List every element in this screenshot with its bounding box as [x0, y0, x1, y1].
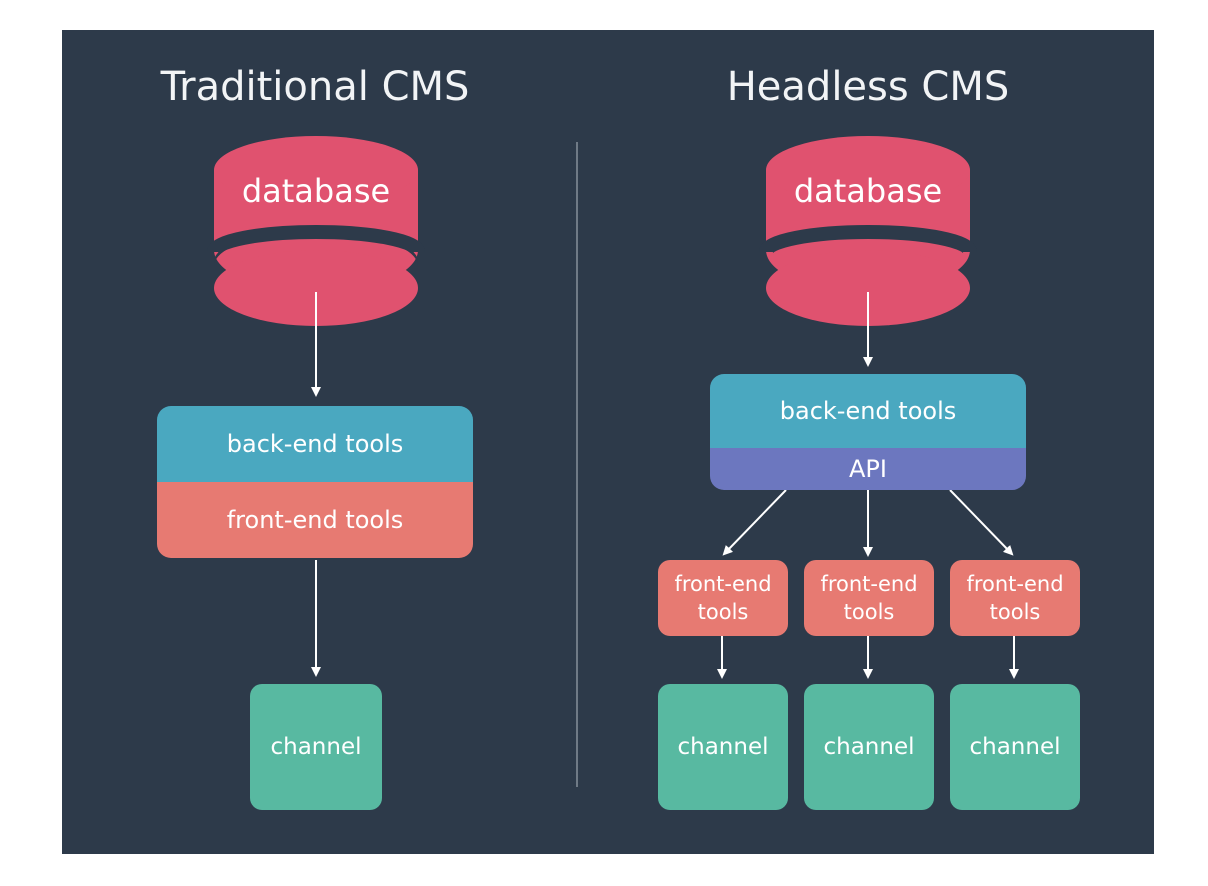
headless-backend-box: back-end tools API: [710, 374, 1026, 490]
traditional-backend-tools: back-end tools: [157, 406, 473, 482]
headless-frontend-tools-1: front-end tools: [658, 560, 788, 636]
headless-frontend-tools-3: front-end tools: [950, 560, 1080, 636]
headless-api: API: [710, 448, 1026, 490]
traditional-database-label: database: [242, 172, 390, 210]
traditional-cms-title: Traditional CMS: [160, 64, 470, 110]
headless-channel-3: channel: [950, 684, 1080, 810]
traditional-frontend-tools: front-end tools: [157, 482, 473, 558]
section-divider: [576, 142, 578, 787]
arrow-api-to-frontend-3: [949, 489, 1014, 556]
headless-channel-1: channel: [658, 684, 788, 810]
traditional-tools-box: back-end tools front-end tools: [157, 406, 473, 558]
headless-cms-title: Headless CMS: [726, 64, 1010, 110]
headless-backend-tools: back-end tools: [710, 374, 1026, 448]
diagram-graphics: database database: [207, 136, 1019, 679]
headless-database-cylinder: database: [759, 136, 977, 326]
arrow-api-to-frontend-1: [722, 489, 787, 556]
headless-database-label: database: [794, 172, 942, 210]
diagram-panel: Traditional CMS Headless CMS database da…: [62, 30, 1154, 854]
headless-channel-2: channel: [804, 684, 934, 810]
traditional-channel: channel: [250, 684, 382, 810]
headless-frontend-tools-2: front-end tools: [804, 560, 934, 636]
traditional-database-cylinder: database: [207, 136, 425, 326]
